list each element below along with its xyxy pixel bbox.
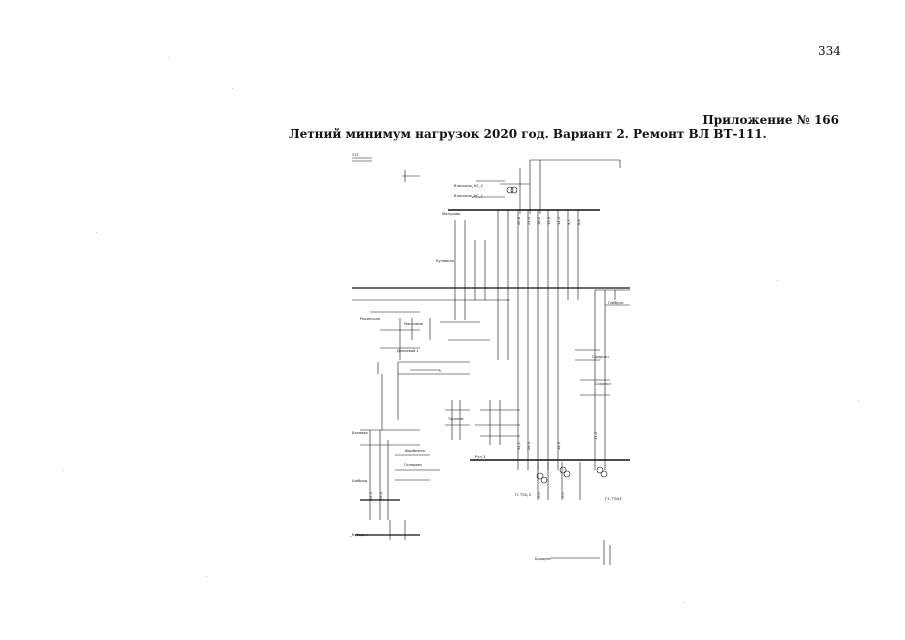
svg-text:Шеброд: Шеброд <box>352 479 368 483</box>
svg-text:Мазурово: Мазурово <box>442 212 460 216</box>
svg-text:Г3. ТЭЦ3: Г3. ТЭЦ3 <box>605 497 622 501</box>
svg-text:Сокольн: Сокольн <box>595 382 611 386</box>
scan-speck <box>858 400 859 401</box>
svg-text:Кулявиха: Кулявиха <box>436 259 454 263</box>
svg-text:15,6: 15,6 <box>547 216 551 225</box>
diagram-title: Летний минимум нагрузок 2020 год. Вариан… <box>289 127 767 141</box>
svg-text:32,1: 32,1 <box>517 442 521 450</box>
svg-text:Торопов: Торопов <box>447 417 464 421</box>
svg-text:Рикинская: Рикинская <box>360 317 380 321</box>
svg-text:Рул-3: Рул-3 <box>475 455 485 459</box>
svg-text:Бродинс: Бродинс <box>535 557 551 561</box>
svg-text:9,7: 9,7 <box>567 219 571 225</box>
svg-text:14,9: 14,9 <box>557 441 561 450</box>
svg-text:Фирбежеа: Фирбежеа <box>405 449 425 453</box>
svg-text:Власкинь_НС_1: Власкинь_НС_1 <box>454 194 483 198</box>
scan-speck <box>63 470 64 471</box>
scan-speck <box>206 576 207 577</box>
scan-speck <box>777 280 778 281</box>
scan-speck <box>683 602 684 603</box>
power-grid-schematic: ΣΣΣ Власкинь_НС_2 Власкинь_НС_1 Мазурово… <box>349 153 630 565</box>
page-number: 334 <box>818 44 841 58</box>
svg-text:Беляева: Беляева <box>352 431 368 435</box>
svg-text:Максимов: Максимов <box>404 322 423 326</box>
svg-text:Голярово: Голярово <box>404 463 422 467</box>
svg-text:12,3: 12,3 <box>557 217 561 225</box>
scan-speck <box>232 88 233 89</box>
svg-text:0,0: 0,0 <box>561 492 565 498</box>
svg-text:18,2: 18,2 <box>537 217 541 225</box>
svg-text:Власкинь_НС_2: Власкинь_НС_2 <box>454 184 483 188</box>
svg-text:Сфирсан: Сфирсан <box>592 355 609 359</box>
svg-text:П. ТЭЦ 3: П. ТЭЦ 3 <box>515 493 531 497</box>
svg-text:21,4: 21,4 <box>527 216 531 225</box>
svg-text:22,6: 22,6 <box>369 491 373 500</box>
scan-speck <box>96 232 97 233</box>
svg-text:8,4: 8,4 <box>577 219 581 225</box>
svg-text:20,8: 20,8 <box>517 216 521 225</box>
appendix-label: Приложение № 166 <box>702 113 839 127</box>
svg-text:ΣΣΣ: ΣΣΣ <box>352 153 360 157</box>
svg-text:19,4: 19,4 <box>379 491 383 500</box>
svg-text:0,0: 0,0 <box>537 492 541 498</box>
svg-text:Гиббуль: Гиббуль <box>608 301 624 305</box>
svg-text:Доньевой-1: Доньевой-1 <box>397 349 419 353</box>
svg-text:28,5: 28,5 <box>527 442 531 450</box>
svg-text:11,3: 11,3 <box>594 432 598 440</box>
scan-speck <box>168 57 169 58</box>
svg-text:_Кубодин: _Кубодин <box>349 533 369 537</box>
